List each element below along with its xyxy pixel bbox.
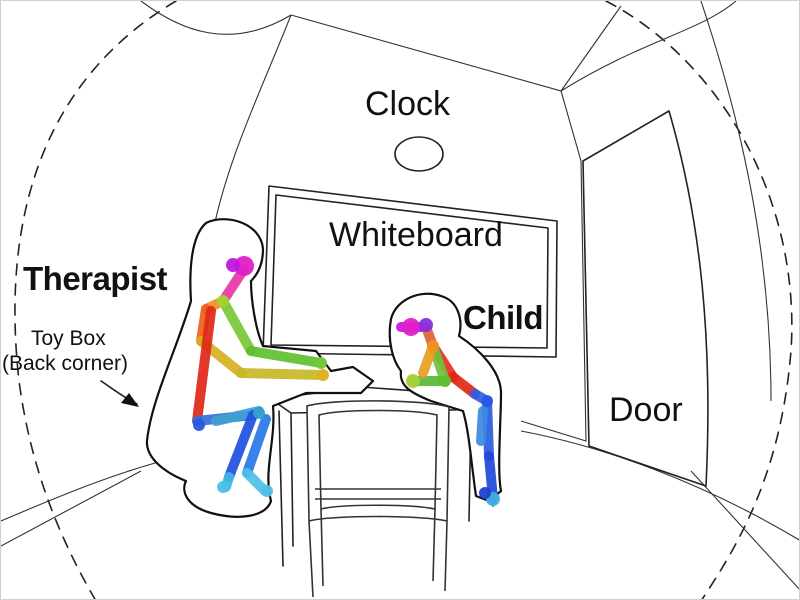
child-label: Child [463,299,543,336]
whiteboard-label: Whiteboard [329,216,503,254]
toy-box-label-line1: Toy Box [31,327,106,350]
arrow-head [121,393,139,407]
door-label: Door [609,391,683,429]
right-wall-edge [560,1,772,402]
clock-icon [394,136,444,172]
ceiling-edges [140,1,622,92]
clock-label: Clock [365,85,451,123]
fisheye-boundary [14,1,793,599]
therapist-silhouette [145,218,375,518]
child-silhouette [388,292,503,503]
therapist-label: Therapist [23,260,168,297]
toy-box-label-line2: (Back corner) [2,352,129,375]
door-frame [582,110,709,487]
child-pose-skeleton [396,318,500,506]
chair [306,400,450,598]
back-wall [210,14,587,442]
whiteboard-frame [262,185,558,358]
floor-edges [1,430,799,590]
therapist-pose-skeleton [192,256,329,497]
